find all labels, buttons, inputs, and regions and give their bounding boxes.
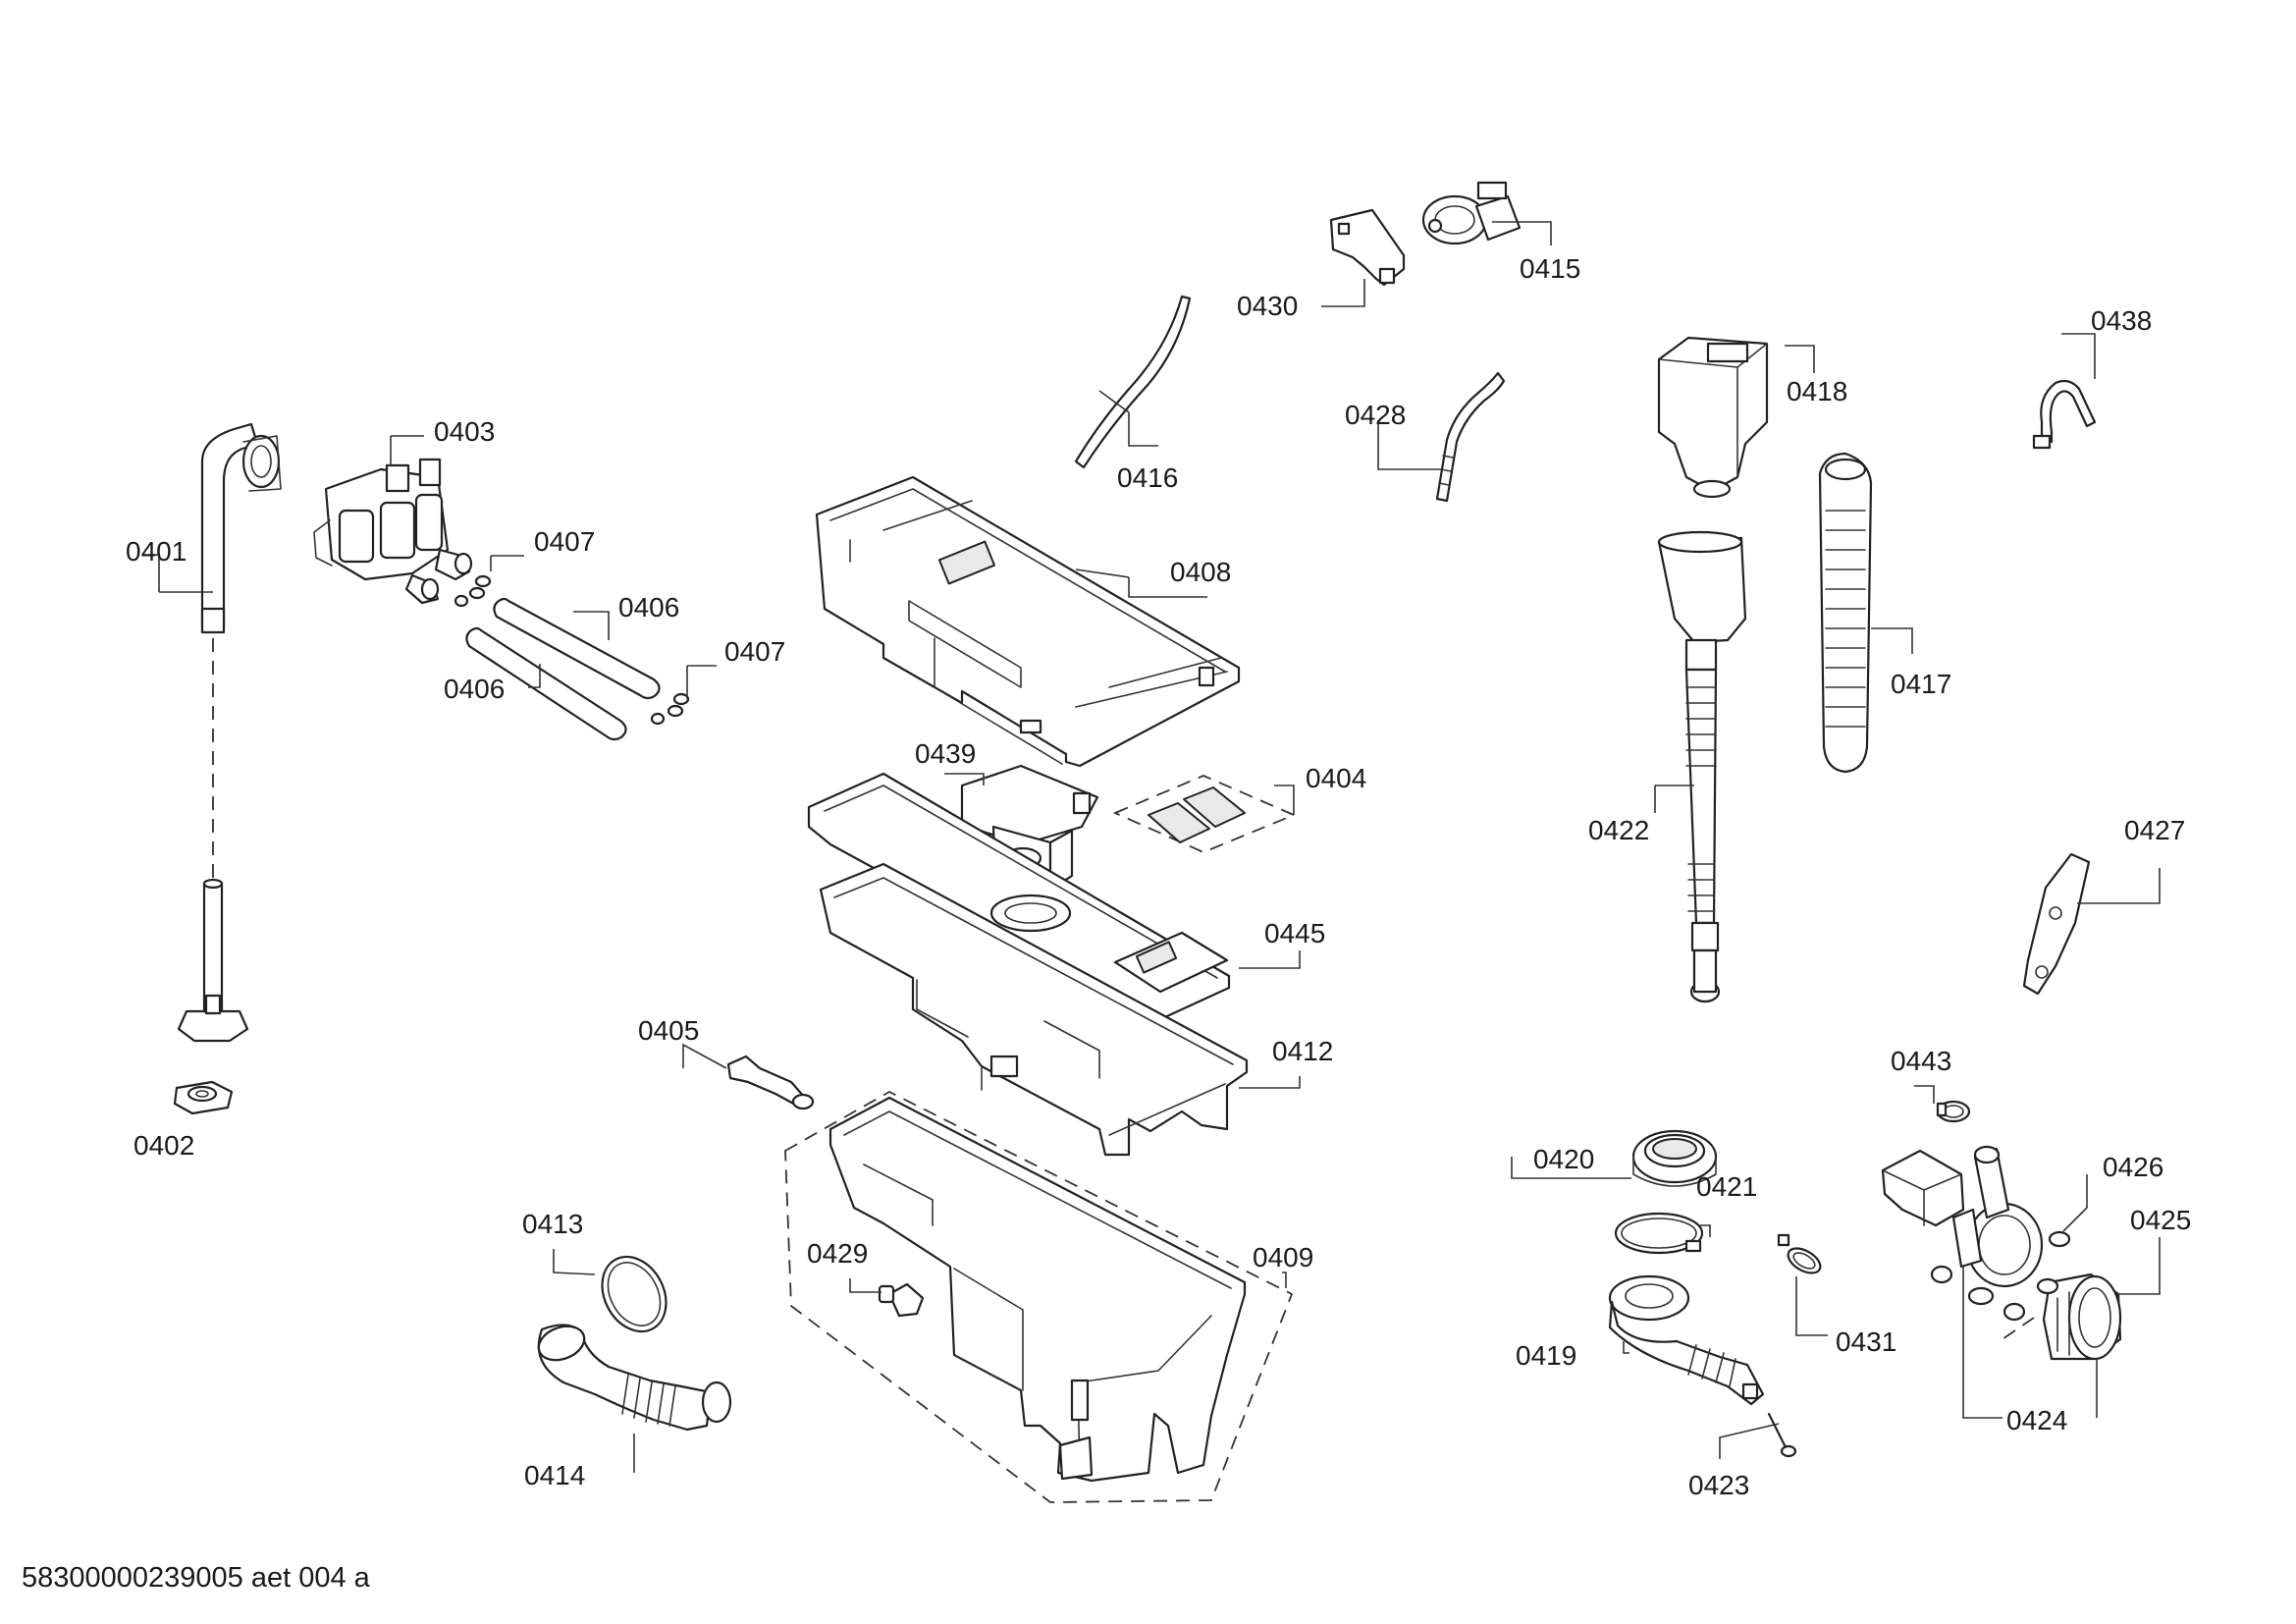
callout-0413: 0413: [522, 1209, 583, 1239]
callout-0428: 0428: [1345, 400, 1406, 430]
part-0404-filter-pads: [1112, 775, 1297, 853]
callout-0412: 0412: [1272, 1036, 1333, 1066]
callout-0403: 0403: [434, 416, 495, 447]
callout-0409: 0409: [1253, 1242, 1313, 1272]
part-0415-pressure-switch: [1421, 181, 1522, 245]
callout-0404: 0404: [1306, 763, 1366, 793]
part-0413-seal-ring: [601, 1255, 667, 1333]
callout-0415: 0415: [1520, 253, 1580, 284]
callout-0405: 0405: [638, 1015, 699, 1046]
callout-0439: 0439: [915, 738, 976, 769]
callout-0406-lower: 0406: [444, 674, 505, 704]
part-0406-hose-upper: [493, 597, 661, 700]
callout-0421: 0421: [1696, 1171, 1757, 1202]
document-reference: 58300000239005 aet 004 a: [22, 1562, 370, 1594]
part-0405-float-lever: [726, 1055, 815, 1110]
part-0402-drain-cap: [173, 1080, 234, 1115]
part-0429-small-valve: [878, 1282, 925, 1318]
callout-0420: 0420: [1533, 1144, 1594, 1174]
callout-0429: 0429: [807, 1238, 868, 1269]
part-0406-hose-lower: [465, 626, 627, 741]
part-0407-hose-clip-lower: [650, 692, 690, 726]
callout-0422: 0422: [1588, 815, 1649, 845]
part-0431-clamp: [1777, 1233, 1822, 1274]
part-0443-clamp: [1936, 1100, 1971, 1123]
callout-0445: 0445: [1264, 918, 1325, 948]
part-0418-air-chamber: [1657, 336, 1769, 499]
callout-0401: 0401: [126, 536, 187, 567]
callout-0438: 0438: [2091, 305, 2152, 336]
part-0425-pump-filter: [2036, 1272, 2122, 1361]
callout-0416: 0416: [1117, 462, 1178, 493]
callout-0424: 0424: [2006, 1405, 2067, 1435]
callout-0407-lower: 0407: [724, 636, 785, 667]
leader-lines: [142, 221, 2161, 1473]
part-0409-lower-housing: [784, 1090, 1294, 1503]
callout-0406-upper: 0406: [618, 592, 679, 623]
callout-labels: 0401 0402 0403 0407 0407 0406 0406 0416 …: [126, 253, 2191, 1500]
callout-0419: 0419: [1516, 1340, 1576, 1371]
part-0438-clip: [2032, 379, 2097, 450]
part-0422-level-tube: [1657, 530, 1747, 1003]
part-0420-seal: [1631, 1129, 1718, 1187]
callout-0414: 0414: [524, 1460, 585, 1490]
callout-0443: 0443: [1891, 1046, 1951, 1076]
part-0428-hose: [1435, 371, 1506, 503]
callout-0430: 0430: [1237, 291, 1298, 321]
callout-0418: 0418: [1787, 376, 1847, 406]
callout-0426: 0426: [2103, 1152, 2163, 1182]
callout-0425: 0425: [2130, 1205, 2191, 1235]
part-0407-hose-clip-upper: [454, 574, 492, 608]
part-0424-drain-pump: [1881, 1145, 2044, 1322]
part-0416-thin-hose: [1074, 295, 1192, 469]
callout-0423: 0423: [1688, 1470, 1749, 1500]
part-0426-clip: [2048, 1230, 2071, 1248]
part-0421-hose-clamp: [1614, 1212, 1704, 1255]
callout-0402: 0402: [133, 1130, 194, 1161]
part-0408-dispenser-top: [815, 475, 1241, 768]
part-0427-bracket-plate: [2022, 852, 2091, 996]
part-0414-bellows-hose: [537, 1324, 732, 1432]
callout-0417: 0417: [1891, 669, 1951, 699]
part-0403-inlet-valve: [313, 458, 473, 605]
callout-0427: 0427: [2124, 815, 2185, 845]
part-0401-standpipe: [177, 422, 282, 1043]
callout-0408: 0408: [1170, 557, 1231, 587]
part-0423-screw: [1767, 1412, 1797, 1458]
part-0430-bracket: [1329, 208, 1406, 287]
part-0445-dispenser-middle: [807, 772, 1231, 1023]
part-0419-sump-hose: [1608, 1274, 1765, 1406]
part-0412-dispenser-housing: [819, 862, 1249, 1157]
part-0417-corrugated-hose: [1818, 452, 1873, 774]
callout-0407-upper: 0407: [534, 526, 595, 557]
callout-0431: 0431: [1836, 1326, 1896, 1357]
